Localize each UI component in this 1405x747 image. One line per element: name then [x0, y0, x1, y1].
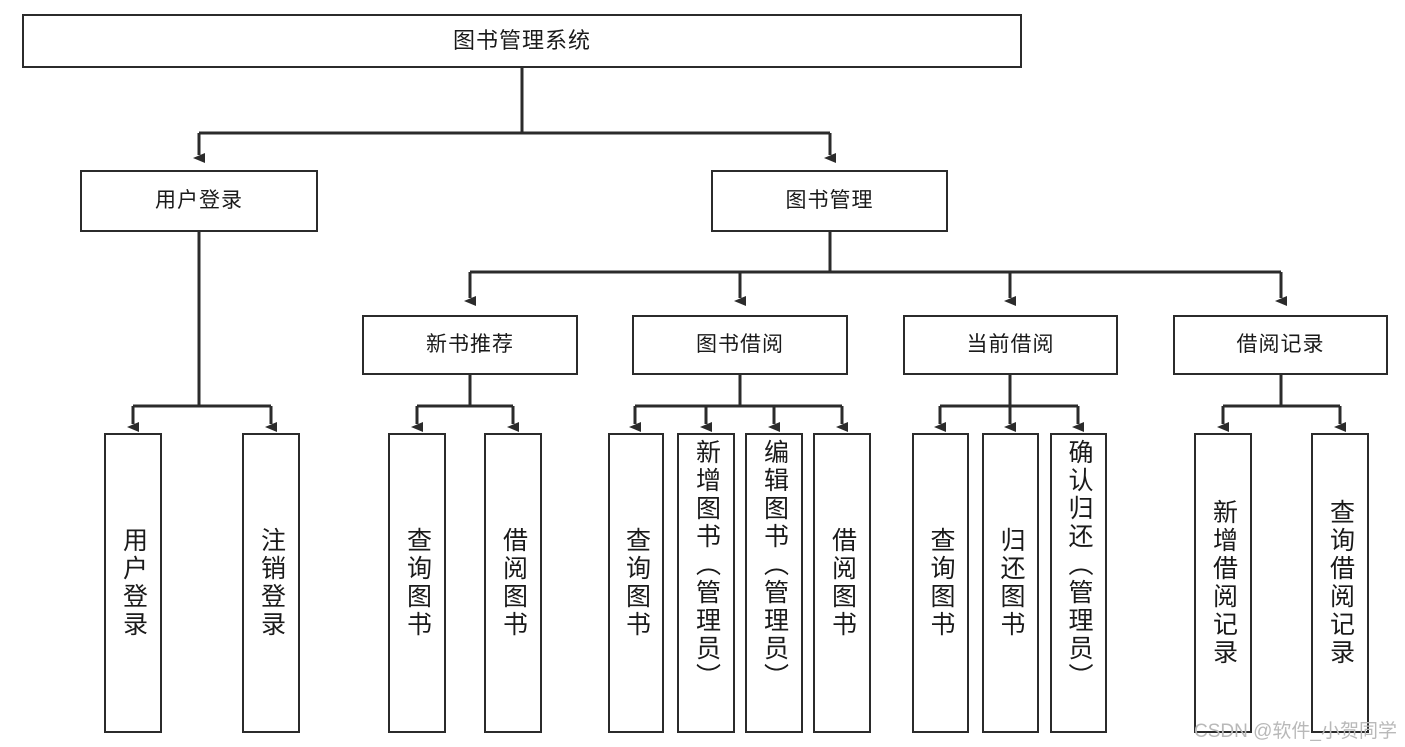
node-label: 借阅图书 [828, 527, 857, 639]
node-label: 借阅图书 [499, 527, 528, 639]
node-label: 新增图书（管理员） [692, 439, 721, 691]
node-leaf-return-book[interactable]: 归还图书 [982, 433, 1039, 733]
node-leaf-add-borrow-record[interactable]: 新增借阅记录 [1194, 433, 1252, 733]
node-leaf-query-borrow-record[interactable]: 查询借阅记录 [1311, 433, 1369, 733]
node-book-borrow[interactable]: 图书借阅 [632, 315, 848, 375]
node-leaf-logout-login[interactable]: 注销登录 [242, 433, 300, 733]
node-label: 图书管理系统 [452, 28, 591, 54]
node-label: 注销登录 [257, 527, 286, 639]
node-label: 查询图书 [927, 527, 955, 639]
node-leaf-add-book[interactable]: 新增图书（管理员） [677, 433, 735, 733]
node-leaf-edit-book[interactable]: 编辑图书（管理员） [745, 433, 803, 733]
node-label: 编辑图书（管理员） [760, 439, 789, 691]
node-user-login[interactable]: 用户登录 [80, 170, 318, 232]
node-root-book-management-system[interactable]: 图书管理系统 [22, 14, 1022, 68]
node-label: 图书管理 [785, 188, 874, 212]
node-label: 当前借阅 [966, 332, 1055, 356]
node-leaf-borrow-book-borrow[interactable]: 借阅图书 [813, 433, 871, 733]
node-book-management[interactable]: 图书管理 [711, 170, 948, 232]
node-label: 查询图书 [622, 527, 651, 639]
node-leaf-query-book-borrow[interactable]: 查询图书 [608, 433, 664, 733]
node-leaf-user-login[interactable]: 用户登录 [104, 433, 162, 733]
node-label: 图书借阅 [696, 332, 784, 356]
node-label: 借阅记录 [1236, 332, 1325, 356]
node-label: 新书推荐 [426, 332, 514, 356]
node-borrow-record[interactable]: 借阅记录 [1173, 315, 1388, 375]
node-leaf-query-book-recommend[interactable]: 查询图书 [388, 433, 446, 733]
node-label: 用户登录 [119, 527, 148, 639]
csdn-watermark: CSDN @软件_小贺同学 [1194, 721, 1397, 742]
node-label: 新增借阅记录 [1209, 499, 1238, 667]
node-label: 归还图书 [997, 527, 1025, 639]
node-label: 确认归还（管理员） [1065, 439, 1093, 691]
node-leaf-query-book-current[interactable]: 查询图书 [912, 433, 969, 733]
node-label: 用户登录 [155, 188, 243, 212]
node-new-book-recommend[interactable]: 新书推荐 [362, 315, 578, 375]
node-leaf-borrow-book-recommend[interactable]: 借阅图书 [484, 433, 542, 733]
node-leaf-confirm-return[interactable]: 确认归还（管理员） [1050, 433, 1107, 733]
node-label: 查询借阅记录 [1326, 499, 1355, 667]
node-current-borrow[interactable]: 当前借阅 [903, 315, 1118, 375]
node-label: 查询图书 [403, 527, 432, 639]
